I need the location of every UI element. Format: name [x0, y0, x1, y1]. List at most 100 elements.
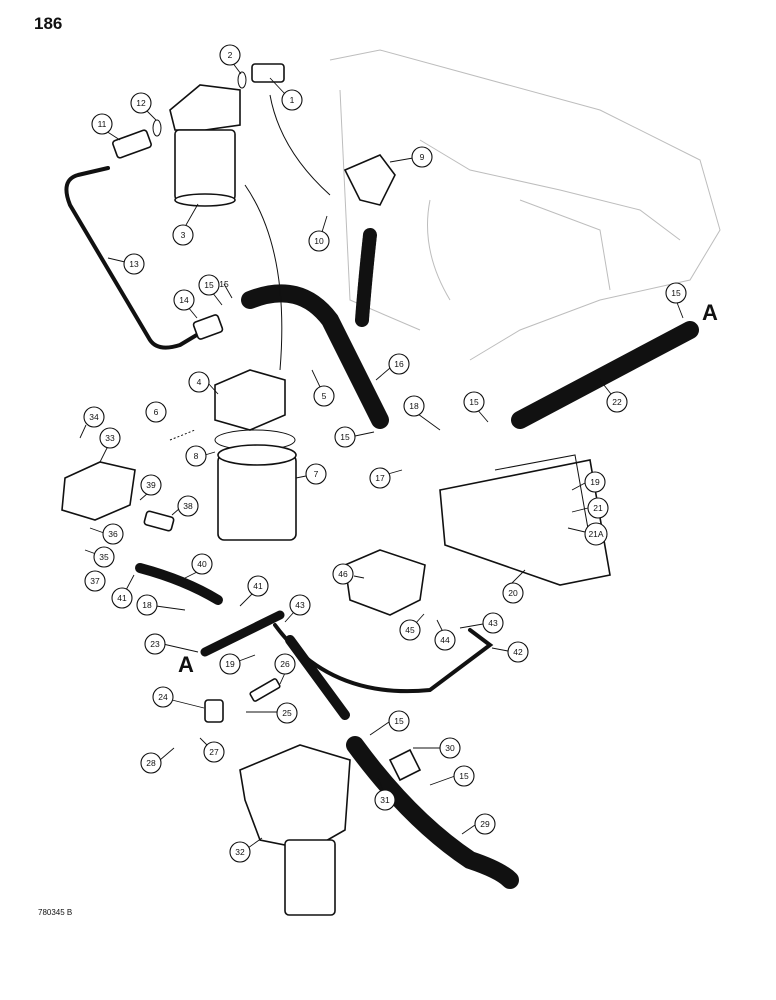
hose-40	[135, 563, 223, 605]
svg-text:15: 15	[204, 280, 214, 290]
callout-9: 9	[411, 146, 433, 168]
hose-16	[241, 284, 389, 429]
section-letter-a-left: A	[178, 652, 194, 677]
callout-32: 32	[229, 841, 251, 863]
figure-code: 780345 B	[38, 908, 73, 917]
assembly-arrow-down	[244, 184, 283, 371]
callout-18-b: 18	[136, 594, 158, 616]
callout-18-a: 18	[403, 395, 425, 417]
block-24	[204, 699, 224, 723]
callout-3: 3	[172, 224, 194, 246]
callout-27: 27	[203, 741, 225, 763]
svg-text:15: 15	[469, 397, 479, 407]
svg-text:31: 31	[380, 795, 390, 805]
section-letter-a-right: A	[702, 300, 718, 325]
callout-45: 45	[399, 619, 421, 641]
callout-40: 40	[191, 553, 213, 575]
callout-5: 5	[313, 385, 335, 407]
callout-34: 34	[83, 406, 105, 428]
callout-2: 2	[219, 44, 241, 66]
callouts: 1 2 3 4 5 6 7 8 9 10 11 12 13 14 15 15 1…	[79, 44, 687, 863]
callout-8: 8	[185, 445, 207, 467]
svg-text:18: 18	[409, 401, 419, 411]
callout-7: 7	[305, 463, 327, 485]
svg-text:18: 18	[142, 600, 152, 610]
svg-text:5: 5	[322, 391, 327, 401]
hose-29-upper	[285, 635, 350, 720]
fitting-30	[388, 748, 422, 782]
svg-text:46: 46	[338, 569, 348, 579]
bolt-26	[249, 678, 281, 702]
callout-31: 31	[374, 789, 396, 811]
callout-11: 11	[91, 113, 113, 135]
hose-22	[511, 321, 699, 429]
svg-text:41: 41	[117, 593, 127, 603]
callout-46: 46	[332, 563, 354, 585]
svg-text:30: 30	[445, 743, 455, 753]
callout-39: 39	[140, 474, 162, 496]
svg-text:25: 25	[282, 708, 292, 718]
callout-12: 12	[130, 92, 152, 114]
callout-30: 30	[439, 737, 461, 759]
callout-22: 22	[606, 391, 628, 413]
fitting-38	[143, 510, 175, 532]
callout-41-b: 41	[247, 575, 269, 597]
svg-text:6: 6	[154, 407, 159, 417]
callout-15-f: 15	[453, 765, 475, 787]
tube-13-inner	[65, 167, 206, 349]
svg-text:19: 19	[225, 659, 235, 669]
callout-15-a: 15	[198, 274, 220, 296]
hose-clamp	[192, 314, 224, 340]
callout-10: 10	[308, 230, 330, 252]
filter-assembly-exploded	[169, 369, 297, 541]
callout-36: 36	[102, 523, 124, 545]
callout-41-a: 41	[111, 587, 133, 609]
svg-text:21: 21	[593, 503, 603, 513]
callout-16: 16	[388, 353, 410, 375]
svg-text:19: 19	[590, 477, 600, 487]
callout-35: 35	[93, 546, 115, 568]
svg-text:8: 8	[194, 451, 199, 461]
callout-43-b: 43	[482, 612, 504, 634]
callout-25: 25	[276, 702, 298, 724]
callout-15-e: 15	[388, 710, 410, 732]
svg-text:21A: 21A	[588, 529, 603, 539]
svg-text:13: 13	[129, 259, 139, 269]
svg-text:15: 15	[340, 432, 350, 442]
svg-text:15: 15	[394, 716, 404, 726]
callout-1: 1	[281, 89, 303, 111]
callout-42: 42	[507, 641, 529, 663]
fitting-left	[112, 119, 162, 159]
callout-43-a: 43	[289, 594, 311, 616]
svg-text:42: 42	[513, 647, 523, 657]
svg-text:36: 36	[108, 529, 118, 539]
callout-37: 37	[84, 570, 106, 592]
svg-text:17: 17	[375, 473, 385, 483]
svg-text:22: 22	[612, 397, 622, 407]
svg-text:43: 43	[295, 600, 305, 610]
callout-17: 17	[369, 467, 391, 489]
callout-24: 24	[152, 686, 174, 708]
svg-text:10: 10	[314, 236, 324, 246]
callout-21a: 21A	[584, 522, 608, 546]
svg-text:34: 34	[89, 412, 99, 422]
control-valve-32	[239, 744, 351, 916]
svg-text:2: 2	[228, 50, 233, 60]
valve-46	[344, 549, 426, 616]
callout-44: 44	[434, 629, 456, 651]
hose-29	[346, 736, 519, 889]
callout-15-g: 15	[219, 279, 229, 289]
svg-text:15: 15	[219, 279, 229, 289]
background-machine-outline	[329, 49, 721, 361]
svg-text:44: 44	[440, 635, 450, 645]
svg-text:14: 14	[179, 295, 189, 305]
svg-text:33: 33	[105, 433, 115, 443]
callout-15-c: 15	[334, 426, 356, 448]
svg-text:29: 29	[480, 819, 490, 829]
svg-text:1: 1	[290, 95, 295, 105]
svg-text:45: 45	[405, 625, 415, 635]
callout-15-b: 15	[665, 282, 687, 304]
callout-4: 4	[188, 371, 210, 393]
mounting-bracket-20	[439, 459, 611, 586]
